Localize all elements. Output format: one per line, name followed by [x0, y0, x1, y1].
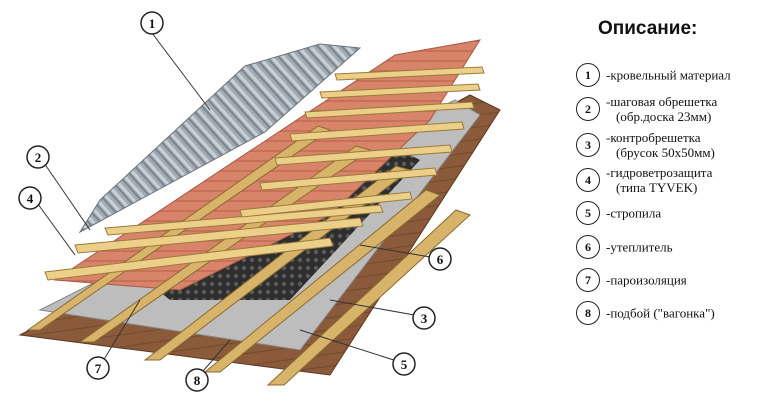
legend-line1: -пароизоляция	[606, 272, 687, 288]
legend-line2: (брусок 50х50мм)	[616, 145, 715, 160]
callout-1: 1	[140, 11, 164, 35]
callout-3: 3	[412, 306, 436, 330]
callout-4: 4	[18, 186, 42, 210]
legend-item: 8 -подбой ("вагонка")	[576, 296, 766, 330]
callout-5: 5	[392, 352, 416, 376]
legend-title: Описание:	[598, 18, 698, 39]
callout-label: 4	[27, 191, 34, 206]
legend-item: 6 -утеплитель	[576, 230, 766, 264]
legend-number: 8	[576, 301, 600, 325]
legend-item: 7 -пароизоляция	[576, 263, 766, 297]
legend-line1: -контробрешетка	[606, 130, 701, 145]
callout-7: 7	[86, 356, 110, 380]
legend-line1: -кровельный материал	[606, 67, 731, 83]
legend-text: -пароизоляция	[606, 273, 687, 288]
callout-label: 6	[437, 252, 444, 267]
legend-item: 5 -стропила	[576, 196, 766, 230]
legend-line1: -утеплитель	[606, 239, 673, 255]
legend-text: -шаговая обрешетка (обр.доска 23мм)	[606, 94, 717, 124]
legend-number: 1	[576, 63, 600, 87]
legend-line1: -подбой ("вагонка")	[606, 305, 715, 321]
legend-number: 6	[576, 235, 600, 259]
legend-text: -гидроветрозащита (типа TYVEK)	[606, 165, 712, 195]
legend-line2: (обр.доска 23мм)	[616, 109, 712, 124]
callout-label: 8	[194, 373, 201, 388]
callout-label: 5	[401, 357, 408, 372]
legend-number: 5	[576, 201, 600, 225]
roofing-sheet	[78, 43, 362, 234]
legend-line1: -стропила	[606, 205, 662, 221]
legend-item: 2 -шаговая обрешетка (обр.доска 23мм)	[576, 92, 766, 126]
legend-item: 3 -контробрешетка (брусок 50х50мм)	[576, 128, 766, 162]
legend-text: -контробрешетка (брусок 50х50мм)	[606, 130, 715, 160]
callout-label: 1	[149, 16, 156, 31]
callout-label: 3	[421, 311, 428, 326]
legend-text: -утеплитель	[606, 240, 673, 255]
legend-number: 7	[576, 268, 600, 292]
callout-8: 8	[185, 368, 209, 392]
legend-line2: (типа TYVEK)	[616, 180, 698, 195]
legend-number: 2	[576, 97, 600, 121]
legend-panel: Описание: 1 -кровельный материал 2 -шаго…	[560, 0, 768, 401]
legend-text: -стропила	[606, 206, 661, 221]
legend-line1: -гидроветрозащита	[606, 165, 713, 180]
legend-text: -подбой ("вагонка")	[606, 306, 715, 321]
legend-line1: -шаговая обрешетка	[606, 94, 718, 109]
legend-item: 4 -гидроветрозащита (типа TYVEK)	[576, 163, 766, 197]
callout-label: 2	[35, 150, 42, 165]
leader-lines	[34, 32, 437, 379]
legend-item: 1 -кровельный материал	[576, 58, 766, 92]
callout-2: 2	[26, 145, 50, 169]
legend-number: 3	[576, 133, 600, 157]
legend-text: -кровельный материал	[606, 68, 731, 83]
legend-number: 4	[576, 168, 600, 192]
battens	[44, 66, 485, 281]
roof-layers-diagram: 1 2 4 6 3 5 7 8	[18, 11, 501, 392]
callout-6: 6	[428, 247, 452, 271]
callout-label: 7	[95, 361, 102, 376]
